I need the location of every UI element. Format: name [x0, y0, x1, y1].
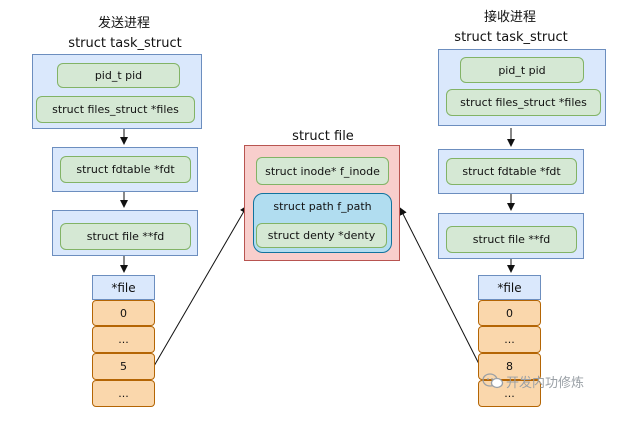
sender-pid-box: pid_t pid: [57, 63, 180, 88]
sender-struct-title: struct task_struct: [68, 36, 182, 51]
sender-heading: 发送进程: [97, 16, 150, 31]
sender-cell: 5: [92, 353, 155, 380]
receiver-cell: ...: [478, 380, 541, 407]
receiver-files-box: struct files_struct *files: [446, 89, 601, 116]
sender-cell-to-file-arrow: [153, 205, 248, 367]
wechat-icon: [482, 373, 504, 389]
sender-cell: 0: [92, 300, 155, 326]
receiver-struct-title: struct task_struct: [454, 30, 568, 45]
file-denty-box: struct denty *denty: [256, 223, 387, 248]
sender-array-head: *file: [92, 275, 155, 300]
receiver-heading: 接收进程: [483, 10, 536, 25]
receiver-cell-to-file-arrow: [399, 207, 481, 367]
receiver-pid-box: pid_t pid: [460, 57, 584, 83]
sender-fd-label: struct file **fd: [60, 223, 191, 250]
file-inode-box: struct inode* f_inode: [256, 157, 389, 185]
sender-files-box: struct files_struct *files: [36, 96, 195, 123]
sender-cell: ...: [92, 380, 155, 407]
receiver-array-head: *file: [478, 275, 541, 300]
sender-cell: ...: [92, 326, 155, 353]
receiver-fd-label: struct file **fd: [446, 226, 577, 253]
sender-fdtable-label: struct fdtable *fdt: [60, 156, 191, 183]
receiver-fdtable-label: struct fdtable *fdt: [446, 158, 577, 185]
watermark-text: 开发内功修炼: [506, 376, 585, 391]
file-path-title: struct path f_path: [273, 200, 372, 213]
receiver-cell: 8: [478, 353, 541, 380]
receiver-cell: 0: [478, 300, 541, 326]
receiver-cell: ...: [478, 326, 541, 353]
file-struct-title: struct file: [292, 129, 354, 144]
